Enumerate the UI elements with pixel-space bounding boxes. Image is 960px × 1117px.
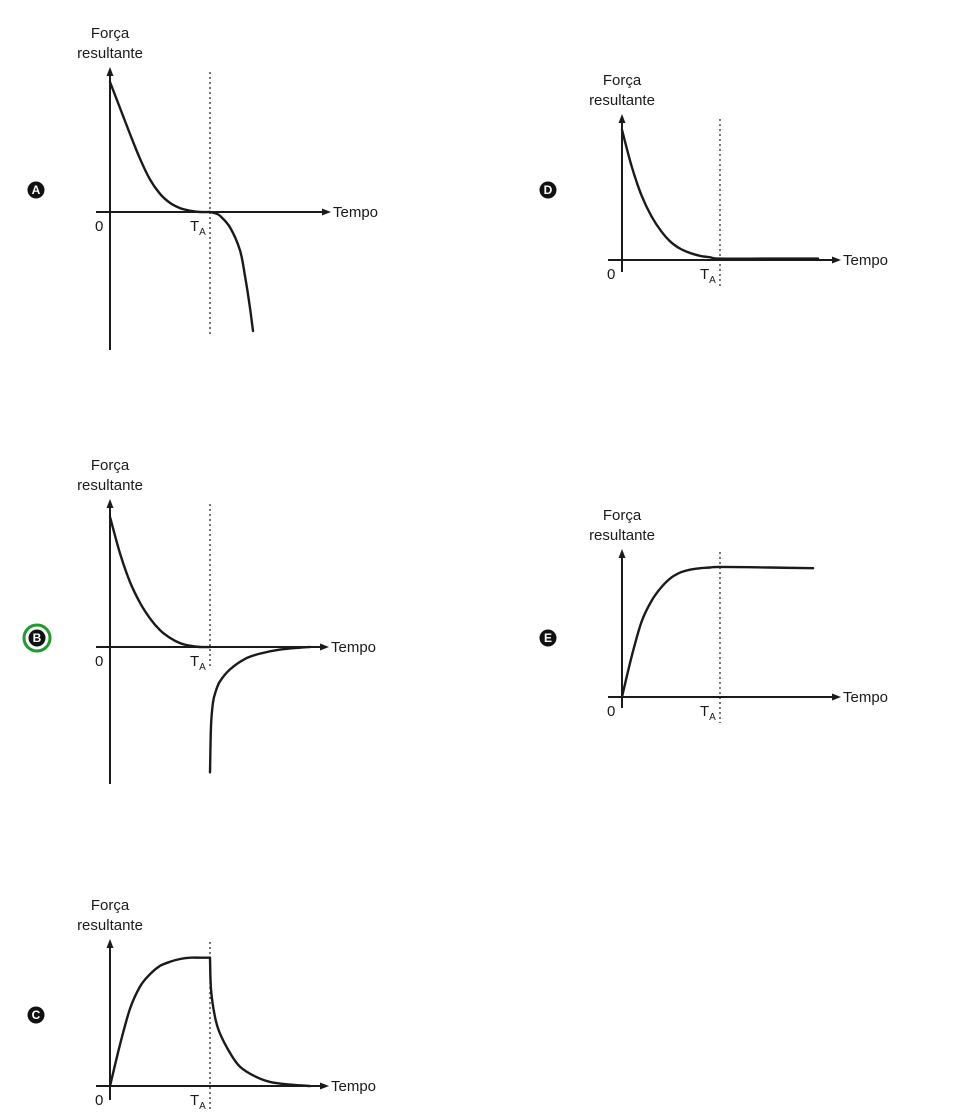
series-line-1 <box>108 80 212 214</box>
option-badge-a[interactable]: A <box>27 181 45 199</box>
origin-label: 0 <box>607 266 615 283</box>
badge-letter: C <box>32 1008 41 1022</box>
ta-tick-subscript: A <box>199 1101 206 1112</box>
y-axis-arrow <box>618 114 626 123</box>
x-axis-arrow <box>832 693 841 701</box>
badge-circle <box>27 181 45 199</box>
x-axis-arrow <box>832 256 841 264</box>
y-axis-arrow <box>618 549 626 558</box>
ta-tick-label: TA <box>700 266 716 286</box>
ta-tick-subscript: A <box>709 275 716 286</box>
ta-tick-subscript: A <box>199 227 206 238</box>
ta-tick-subscript: A <box>199 662 206 673</box>
origin-label: 0 <box>607 703 615 720</box>
ta-tick-label: TA <box>700 703 716 723</box>
series-line-2 <box>208 210 255 333</box>
series-line-1 <box>108 515 212 649</box>
y-axis-label-line2: resultante <box>589 92 655 109</box>
series-line-1 <box>620 565 815 699</box>
x-axis-label: Tempo <box>333 204 378 221</box>
ta-tick-subscript: A <box>709 712 716 723</box>
badge-circle <box>27 1006 45 1024</box>
y-axis-label-line1: Força <box>91 25 130 42</box>
x-axis-label: Tempo <box>843 252 888 269</box>
ta-tick-letter: T <box>700 266 709 283</box>
y-axis-label-line2: resultante <box>589 527 655 544</box>
y-axis-arrow <box>106 67 114 76</box>
series-line-1 <box>108 956 212 1088</box>
badge-letter: E <box>544 631 552 645</box>
x-axis-label: Tempo <box>331 639 376 656</box>
x-axis-arrow <box>320 643 329 651</box>
y-axis-arrow <box>106 499 114 508</box>
series-line-1 <box>620 128 820 260</box>
option-badge-e[interactable]: E <box>539 629 557 647</box>
origin-label: 0 <box>95 1092 103 1109</box>
y-axis-label-line2: resultante <box>77 917 143 934</box>
y-axis-label-line1: Força <box>91 897 130 914</box>
ta-tick-letter: T <box>700 703 709 720</box>
series-line-2 <box>208 956 312 1088</box>
x-axis-label: Tempo <box>331 1078 376 1095</box>
option-badge-d[interactable]: D <box>539 181 557 199</box>
badge-letter: A <box>32 183 41 197</box>
ta-tick-label: TA <box>190 218 206 238</box>
badge-letter: D <box>544 183 553 197</box>
x-axis-label: Tempo <box>843 689 888 706</box>
badge-letter: B <box>33 631 42 645</box>
origin-label: 0 <box>95 653 103 670</box>
y-axis-arrow <box>106 939 114 948</box>
ta-tick-label: TA <box>190 653 206 673</box>
y-axis-label-line1: Força <box>603 507 642 524</box>
x-axis-arrow <box>320 1082 329 1090</box>
y-axis-label-line2: resultante <box>77 477 143 494</box>
badge-circle <box>539 629 557 647</box>
y-axis-label-line2: resultante <box>77 45 143 62</box>
origin-label: 0 <box>95 218 103 235</box>
option-badge-c[interactable]: C <box>27 1006 45 1024</box>
ta-tick-label: TA <box>190 1092 206 1112</box>
badge-circle <box>539 181 557 199</box>
ta-tick-letter: T <box>190 218 199 235</box>
ta-tick-letter: T <box>190 653 199 670</box>
option-badge-b[interactable]: B <box>22 623 52 653</box>
badge-circle <box>28 629 46 647</box>
y-axis-label-line1: Força <box>91 457 130 474</box>
y-axis-label-line1: Força <box>603 72 642 89</box>
selected-ring <box>22 623 52 653</box>
ta-tick-letter: T <box>190 1092 199 1109</box>
x-axis-arrow <box>322 208 331 216</box>
series-line-2 <box>208 645 312 774</box>
